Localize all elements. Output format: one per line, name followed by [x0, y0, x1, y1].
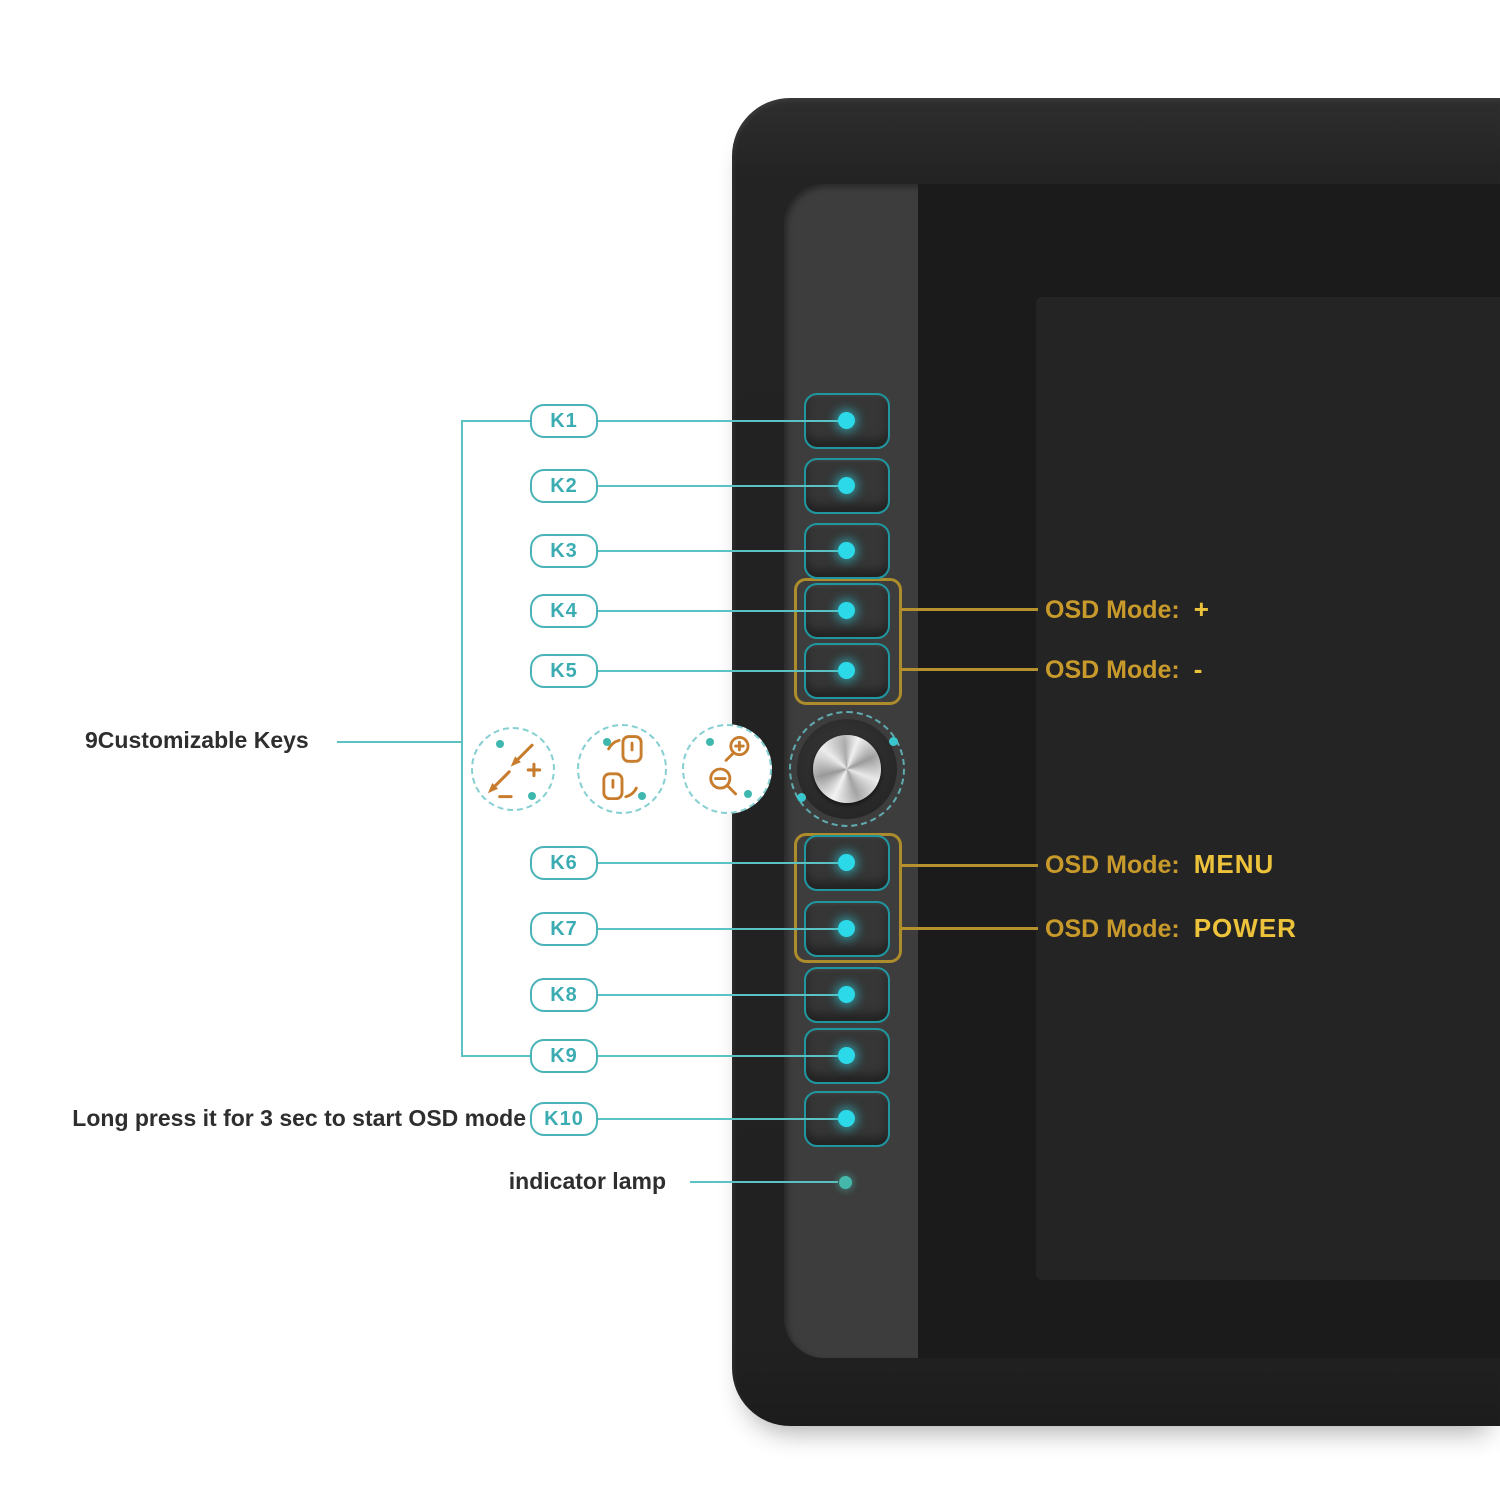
long-press-label: Long press it for 3 sec to start OSD mod… [72, 1105, 526, 1131]
key-led-dot-k4 [838, 602, 855, 619]
key-label-text: K1 [550, 409, 578, 432]
key-label-k6: K6 [530, 846, 598, 880]
osd-prefix: OSD Mode: [1045, 656, 1180, 684]
osd-group-bracket-k6-k7 [794, 833, 902, 963]
zoom-function-circle [682, 724, 772, 814]
key-led-dot-k3 [838, 542, 855, 559]
rotate-arrow-dot [496, 740, 504, 748]
key-label-text: K8 [550, 983, 578, 1006]
gold-line-osd-power [901, 927, 1038, 930]
key-label-text: K2 [550, 474, 578, 497]
bracket-stub-k1 [461, 420, 530, 422]
connector-line-indicator-lamp [690, 1181, 838, 1183]
key-label-k4: K4 [530, 594, 598, 628]
key-led-dot-k2 [838, 477, 855, 494]
gold-line-osd-minus [901, 668, 1038, 671]
dial-arrow-dot [797, 793, 806, 802]
tablet-body [732, 98, 1500, 1426]
osd-prefix: OSD Mode: [1045, 596, 1180, 624]
rotate-arrow-dot [638, 792, 646, 800]
connector-line-k6 [598, 862, 846, 864]
rotate-arrow-dot [744, 790, 752, 798]
rotate-arrow-dot [528, 792, 536, 800]
osd-prefix: OSD Mode: [1045, 851, 1180, 879]
connector-line-k2 [598, 485, 846, 487]
connector-line-k3 [598, 550, 846, 552]
zoom-in-out-icon [709, 736, 750, 796]
bracket-vertical-line [461, 420, 463, 1057]
key-label-text: K5 [550, 659, 578, 682]
connector-line-k9 [598, 1055, 846, 1057]
gold-line-osd-plus [901, 608, 1038, 611]
key-label-k1: K1 [530, 404, 598, 438]
rotate-arrow-dot [603, 738, 611, 746]
screen-active-area [1036, 297, 1500, 1280]
key-led-dot-k9 [838, 1047, 855, 1064]
osd-mode-power-label: OSD Mode: POWER [1045, 913, 1297, 944]
osd-mode-minus-label: OSD Mode:- [1045, 654, 1203, 685]
connector-line-k8 [598, 994, 846, 996]
brush-size-icon [487, 743, 542, 799]
connector-line-k7 [598, 928, 846, 930]
key-label-k2: K2 [530, 469, 598, 503]
osd-value: MENU [1193, 849, 1275, 879]
key-led-dot-k5 [838, 662, 855, 679]
key-label-k9: K9 [530, 1039, 598, 1073]
key-label-text: K4 [550, 599, 578, 622]
bracket-stub-k9 [461, 1055, 530, 1057]
osd-value: POWER [1193, 913, 1297, 943]
rotate-arrow-dot [706, 738, 714, 746]
osd-mode-menu-label: OSD Mode: MENU [1045, 849, 1274, 880]
customizable-keys-label: 9Customizable Keys [85, 727, 309, 753]
key-led-dot-k8 [838, 986, 855, 1003]
key-led-dot-k6 [838, 854, 855, 871]
osd-group-bracket-k4-k5 [794, 578, 902, 705]
key-led-dot-k1 [838, 412, 855, 429]
key-led-dot-k7 [838, 920, 855, 937]
key-label-text: K9 [550, 1044, 578, 1067]
osd-prefix: OSD Mode: [1045, 915, 1180, 943]
osd-mode-plus-label: OSD Mode: + [1045, 594, 1210, 625]
gold-line-osd-menu [901, 864, 1038, 867]
connector-line-k4 [598, 610, 846, 612]
dial-rotation-ring [789, 711, 905, 827]
brush-size-function-circle [471, 727, 555, 811]
key-label-k3: K3 [530, 534, 598, 568]
key-led-dot-k10 [838, 1110, 855, 1127]
osd-value: - [1193, 654, 1204, 684]
key-label-k7: K7 [530, 912, 598, 946]
key-label-text: K6 [550, 851, 578, 874]
connector-line-k1 [598, 420, 846, 422]
scroll-icon [602, 735, 643, 801]
osd-value: + [1193, 594, 1210, 624]
indicator-lamp-label: indicator lamp [508, 1168, 666, 1194]
dial-knob[interactable] [813, 735, 881, 803]
key-label-text: K3 [550, 539, 578, 562]
dial-arrow-dot [889, 737, 898, 746]
connector-line-customizable-keys [337, 741, 461, 743]
key-label-k10: K10 [530, 1102, 598, 1136]
connector-line-k5 [598, 670, 846, 672]
indicator-lamp-dot [839, 1176, 852, 1189]
scroll-function-circle [577, 724, 667, 814]
key-label-text: K10 [544, 1107, 584, 1130]
key-label-text: K7 [550, 917, 578, 940]
key-label-k8: K8 [530, 978, 598, 1012]
key-label-k5: K5 [530, 654, 598, 688]
connector-line-k10 [598, 1118, 846, 1120]
